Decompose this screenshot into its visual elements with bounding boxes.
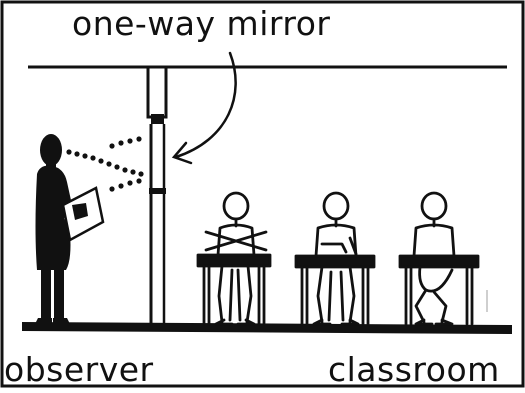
classroom-label: classroom (328, 350, 500, 389)
observer-figure (34, 134, 103, 326)
mirror-pointer-arrow (174, 53, 236, 163)
mirror-label: one-way mirror (72, 4, 330, 43)
student-2 (296, 193, 374, 324)
student-1 (198, 193, 270, 324)
sight-lines (66, 136, 143, 191)
one-way-mirror (148, 67, 166, 325)
observer-label: observer (4, 350, 154, 389)
student-3 (400, 193, 478, 324)
